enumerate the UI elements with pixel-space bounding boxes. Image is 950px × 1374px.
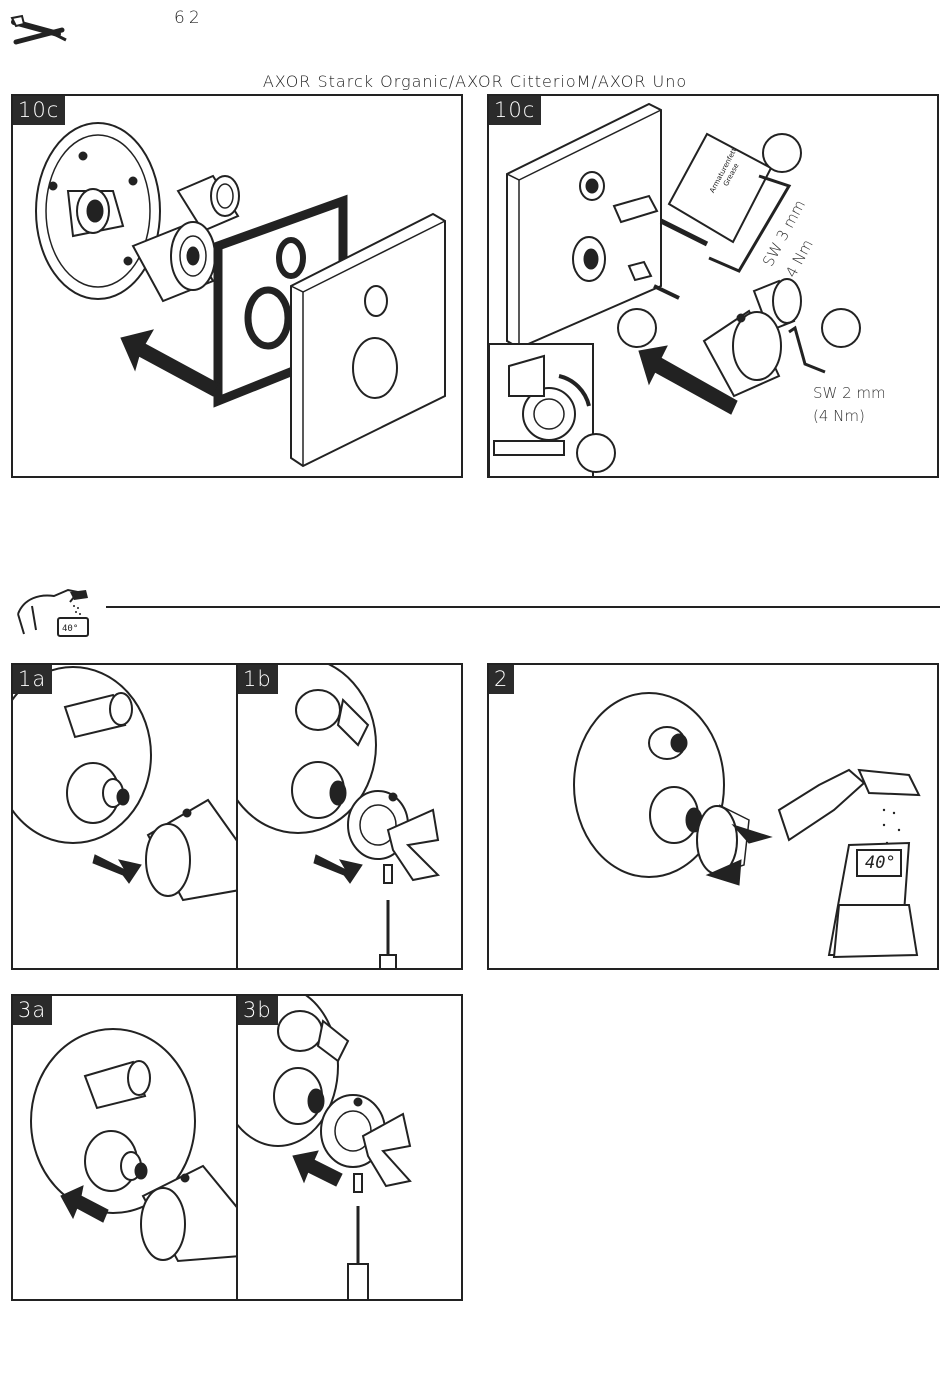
hand-shower-icon bbox=[779, 770, 919, 848]
panel-2: 2 40° bbox=[487, 663, 939, 970]
spec-4nm-b: (4 Nm) bbox=[813, 407, 865, 425]
page-title: AXOR Starck Organic/AXOR CitterioM/AXOR … bbox=[0, 72, 950, 91]
adjustment-ring bbox=[697, 805, 749, 875]
step-label: 10c bbox=[13, 96, 65, 125]
panel-10c-left: 10c bbox=[11, 94, 463, 478]
step-label: 1b bbox=[238, 665, 278, 694]
tile-background bbox=[13, 996, 238, 1301]
step-label: 10c bbox=[489, 96, 541, 125]
screwdriver-icon bbox=[380, 865, 396, 970]
thermostat-handle bbox=[146, 800, 238, 900]
tile-background bbox=[238, 996, 463, 1301]
section-divider bbox=[106, 606, 940, 608]
hex-key-2mm-icon bbox=[789, 328, 825, 372]
tile-background bbox=[489, 665, 939, 970]
thermostat-handle bbox=[704, 311, 781, 396]
step-label: 2 bbox=[489, 665, 514, 694]
step-label: 1a bbox=[13, 665, 52, 694]
direction-arrow bbox=[314, 855, 362, 883]
panel-1b: 1b bbox=[236, 663, 463, 970]
tile-background bbox=[489, 96, 939, 478]
step-label: 3a bbox=[13, 996, 52, 1025]
panel-3a: 3a bbox=[11, 994, 238, 1301]
direction-arrow bbox=[121, 330, 219, 396]
square-cover-plate bbox=[291, 214, 445, 466]
cartridge bbox=[292, 762, 346, 818]
spec-sw2: SW 2 mm bbox=[813, 384, 886, 402]
hand-thermometer-icon bbox=[14, 584, 90, 638]
tile-background bbox=[13, 665, 238, 970]
panel-1a: 1a bbox=[11, 663, 238, 970]
screwdriver-icon bbox=[348, 1174, 368, 1301]
panel-3b: 3b bbox=[236, 994, 463, 1301]
tile-background bbox=[238, 665, 463, 970]
step-label: 3b bbox=[238, 996, 278, 1025]
inset-detail bbox=[489, 344, 615, 478]
wrench-screwdriver-icon bbox=[10, 12, 68, 50]
direction-arrow bbox=[93, 855, 141, 883]
mounting-plate bbox=[36, 123, 160, 299]
thermo-icon-display: 40° bbox=[62, 624, 78, 634]
page-number: 62 bbox=[174, 8, 204, 28]
diverter-knob bbox=[649, 727, 687, 759]
panel-10c-right: 10c Armaturenfett Grease SW 3 mm 4 Nm SW… bbox=[487, 94, 939, 478]
tile-background bbox=[13, 96, 463, 478]
thermometer-display: 40° bbox=[865, 853, 896, 873]
